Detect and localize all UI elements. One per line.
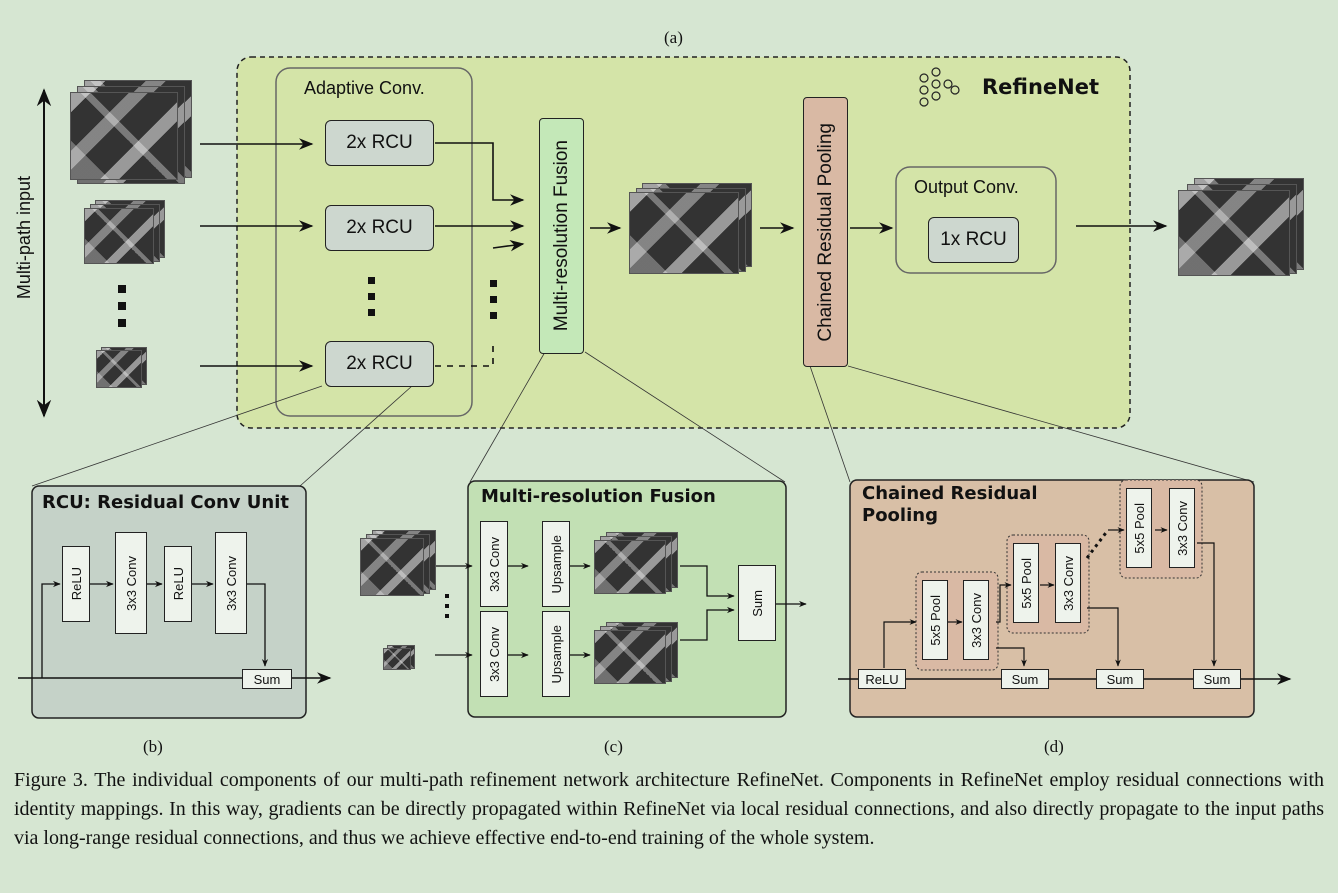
- output-conv-title: Output Conv.: [914, 177, 1019, 197]
- rcu-2x-block-2: 2x RCU: [325, 205, 434, 251]
- multi-resolution-fusion-block: Multi-resolution Fusion: [539, 118, 584, 354]
- multi-resolution-fusion-label: Multi-resolution Fusion: [550, 140, 572, 332]
- crp-conv-1-label: 3x3 Conv: [968, 592, 984, 648]
- rcu-ellipsis: [368, 277, 376, 316]
- input-ellipsis: [118, 285, 126, 327]
- fusion-panel-title: Multi-resolution Fusion: [481, 486, 716, 507]
- chained-residual-pooling-block: Chained Residual Pooling: [803, 97, 848, 367]
- crp-pool-2: 5x5 Pool: [1013, 543, 1039, 623]
- crp-conv-3-label: 3x3 Conv: [1174, 500, 1190, 556]
- adaptive-conv-title: Adaptive Conv.: [304, 78, 425, 98]
- crp-conv-2-label: 3x3 Conv: [1060, 555, 1076, 611]
- rcu-conv-2-label: 3x3 Conv: [223, 555, 239, 611]
- adaptive-conv-group: [275, 67, 473, 417]
- rcu-relu-1: ReLU: [62, 546, 90, 622]
- crp-pool-2-label: 5x5 Pool: [1018, 557, 1034, 609]
- rcu-conv-1-label: 3x3 Conv: [123, 555, 139, 611]
- output-conv-group: [895, 166, 1057, 274]
- network-logo-icon: [919, 67, 960, 107]
- crp-relu: ReLU: [858, 669, 906, 689]
- crp-sum-3: Sum: [1193, 669, 1241, 689]
- crp-title-line-2: Pooling: [862, 505, 938, 526]
- rcu-panel-title: RCU: Residual Conv Unit: [42, 492, 289, 513]
- rcu-relu-1-label: ReLU: [68, 567, 84, 601]
- panel-a-label: (a): [664, 28, 683, 47]
- fusion-conv-1-label: 3x3 Conv: [486, 536, 502, 592]
- crp-sum-2: Sum: [1096, 669, 1144, 689]
- rcu-2x-block-3: 2x RCU: [325, 341, 434, 387]
- fusion-input-ellipsis: [490, 280, 498, 319]
- crp-conv-3: 3x3 Conv: [1169, 488, 1195, 568]
- panel-c-label: (c): [604, 737, 623, 756]
- rcu-sum: Sum: [242, 669, 292, 689]
- chained-residual-pooling-label: Chained Residual Pooling: [814, 122, 836, 342]
- panel-d-label: (d): [1044, 737, 1064, 756]
- crp-pool-3: 5x5 Pool: [1126, 488, 1152, 568]
- rcu-2x-block-1: 2x RCU: [325, 120, 434, 166]
- fusion-conv-1: 3x3 Conv: [480, 521, 508, 607]
- fusion-sum: Sum: [738, 565, 776, 641]
- rcu-relu-2: ReLU: [164, 546, 192, 622]
- refinenet-title: RefineNet: [982, 75, 1100, 99]
- rcu-conv-2: 3x3 Conv: [215, 532, 247, 634]
- rcu-relu-2-label: ReLU: [170, 567, 186, 601]
- fusion-conv-2-label: 3x3 Conv: [486, 626, 502, 682]
- rcu-1x-block: 1x RCU: [928, 217, 1019, 263]
- crp-title-line-1: Chained Residual: [862, 483, 1038, 504]
- fusion-upsample-1: Upsample: [542, 521, 570, 607]
- crp-sum-1: Sum: [1001, 669, 1049, 689]
- fusion-conv-2: 3x3 Conv: [480, 611, 508, 697]
- crp-conv-2: 3x3 Conv: [1055, 543, 1081, 623]
- rcu-conv-1: 3x3 Conv: [115, 532, 147, 634]
- crp-panel-title: Chained Residual Pooling: [862, 483, 1037, 527]
- crp-pool-1: 5x5 Pool: [922, 580, 948, 660]
- crp-pool-1-label: 5x5 Pool: [927, 594, 943, 646]
- figure-caption: Figure 3. The individual components of o…: [14, 769, 1324, 849]
- fusion-upsample-2-label: Upsample: [548, 624, 564, 684]
- fusion-upsample-2: Upsample: [542, 611, 570, 697]
- fusion-sum-label: Sum: [749, 589, 765, 617]
- fusion-ellipsis: [445, 594, 449, 618]
- panel-b-label: (b): [143, 737, 163, 756]
- fusion-upsample-1-label: Upsample: [548, 534, 564, 594]
- multi-path-input-label: Multi-path input: [14, 176, 34, 300]
- crp-conv-1: 3x3 Conv: [963, 580, 989, 660]
- crp-pool-3-label: 5x5 Pool: [1131, 502, 1147, 554]
